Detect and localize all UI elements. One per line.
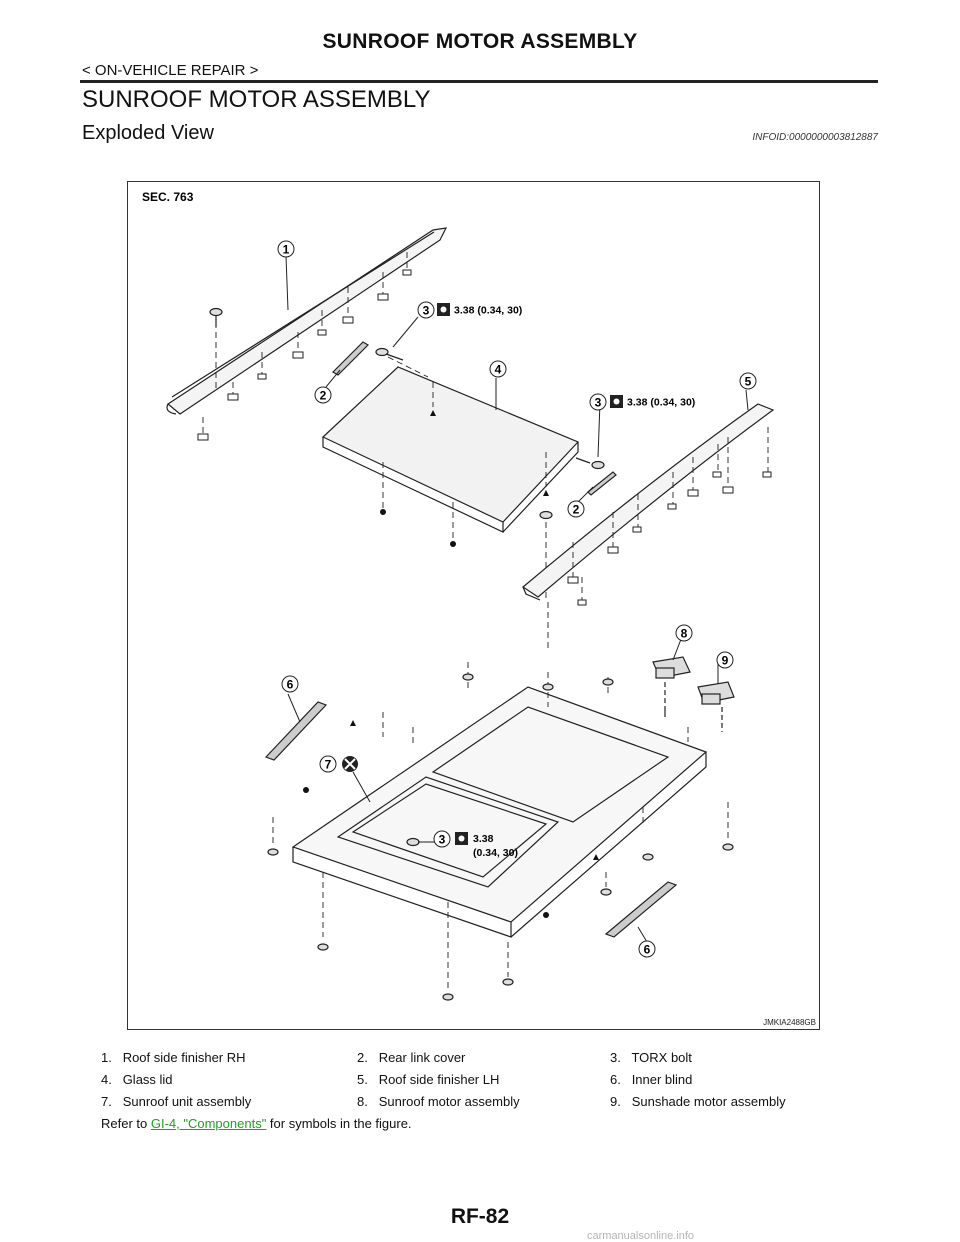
- svg-text:7: 7: [325, 758, 332, 772]
- legend-row: 1. Roof side finisher RH 2. Rear link co…: [82, 1050, 882, 1070]
- section-subtitle: Exploded View: [82, 122, 214, 144]
- legend-item-5: 5. Roof side finisher LH: [357, 1072, 500, 1087]
- note-suffix: for symbols in the figure.: [266, 1116, 412, 1131]
- svg-text:3: 3: [595, 396, 602, 410]
- do-not-reuse-icon: [342, 756, 358, 772]
- legend-row: 4. Glass lid 5. Roof side finisher LH 6.…: [82, 1072, 882, 1092]
- part-sunroof-unit-frame: [291, 686, 708, 923]
- callout-2-lower: 2: [567, 500, 585, 518]
- legend-item-9: 9. Sunshade motor assembly: [610, 1094, 786, 1109]
- exploded-view-drawing: 1 2 3 4 5 3 2 8 9 6 7 3 6: [142, 190, 775, 1001]
- callout-6-upper: 6: [281, 675, 299, 693]
- torque-wrench-icon: [455, 832, 468, 845]
- legend-item-1: 1. Roof side finisher RH: [101, 1050, 246, 1065]
- page-number: RF-82: [450, 1205, 510, 1228]
- legend-item-4: 4. Glass lid: [101, 1072, 173, 1087]
- part-inner-blind-upper: [264, 701, 328, 761]
- legend-row: 7. Sunroof unit assembly 8. Sunroof moto…: [82, 1094, 882, 1114]
- torque-wrench-icon: [437, 303, 450, 316]
- part-glass-lid: [321, 366, 580, 523]
- svg-text:4: 4: [495, 363, 502, 377]
- callout-9: 9: [716, 651, 734, 669]
- legend-item-6: 6. Inner blind: [610, 1072, 693, 1087]
- callout-4: 4: [489, 360, 507, 378]
- callout-3-lower: 3: [433, 830, 451, 848]
- part-rear-link-cover-lower: [587, 471, 617, 496]
- callout-2-upper: 2: [314, 386, 332, 404]
- svg-text:2: 2: [320, 389, 327, 403]
- legend-item-3: 3. TORX bolt: [610, 1050, 692, 1065]
- watermark: carmanualsonline.info: [587, 1230, 695, 1242]
- part-roof-finisher-lh: [522, 403, 775, 598]
- callout-7: 7: [319, 755, 337, 773]
- svg-text:9: 9: [722, 654, 729, 668]
- callout-3-mid: 3: [589, 393, 607, 411]
- svg-text:3: 3: [439, 833, 446, 847]
- svg-text:6: 6: [287, 678, 294, 692]
- info-id: INFOID:0000000003812887: [752, 132, 878, 143]
- part-sunshade-motor: [697, 681, 735, 705]
- page-header-subtitle: < ON-VEHICLE REPAIR >: [82, 62, 259, 79]
- figure-id: JMKIA2488GB: [763, 1018, 816, 1027]
- part-inner-blind-lower: [604, 881, 678, 938]
- legend-item-2: 2. Rear link cover: [357, 1050, 466, 1065]
- svg-text:1: 1: [283, 243, 290, 257]
- part-roof-finisher-rh: [166, 227, 448, 415]
- callout-8: 8: [675, 624, 693, 642]
- section-title: SUNROOF MOTOR ASSEMBLY: [82, 86, 431, 113]
- components-link[interactable]: GI-4, "Components": [150, 1116, 267, 1131]
- note-prefix: Refer to: [101, 1116, 151, 1131]
- symbols-note: Refer to GI-4, "Components" for symbols …: [101, 1116, 412, 1131]
- svg-text:5: 5: [745, 375, 752, 389]
- torque-wrench-icon: [610, 395, 623, 408]
- svg-text:6: 6: [644, 943, 651, 957]
- part-rear-link-cover-upper: [332, 341, 369, 376]
- torque-spec-lower-2: (0.34, 30): [473, 847, 518, 859]
- callout-6-lower: 6: [638, 940, 656, 958]
- svg-text:2: 2: [573, 503, 580, 517]
- svg-text:3: 3: [423, 304, 430, 318]
- callout-5: 5: [739, 372, 757, 390]
- callout-1: 1: [277, 240, 295, 258]
- torque-spec-mid: 3.38 (0.34, 30): [627, 397, 695, 409]
- exploded-view-figure: 1 2 3 4 5 3 2 8 9 6 7 3 6: [127, 181, 820, 1030]
- legend-item-7: 7. Sunroof unit assembly: [101, 1094, 252, 1109]
- torque-spec-upper: 3.38 (0.34, 30): [454, 305, 522, 317]
- sec-label: SEC. 763: [142, 190, 194, 204]
- svg-text:8: 8: [681, 627, 688, 641]
- header-rule: [80, 80, 878, 83]
- part-sunroof-motor: [652, 656, 691, 679]
- torque-spec-lower-1: 3.38: [473, 833, 494, 845]
- callout-3-upper: 3: [417, 301, 435, 319]
- legend-item-8: 8. Sunroof motor assembly: [357, 1094, 520, 1109]
- page-header-title: SUNROOF MOTOR ASSEMBLY: [322, 30, 638, 53]
